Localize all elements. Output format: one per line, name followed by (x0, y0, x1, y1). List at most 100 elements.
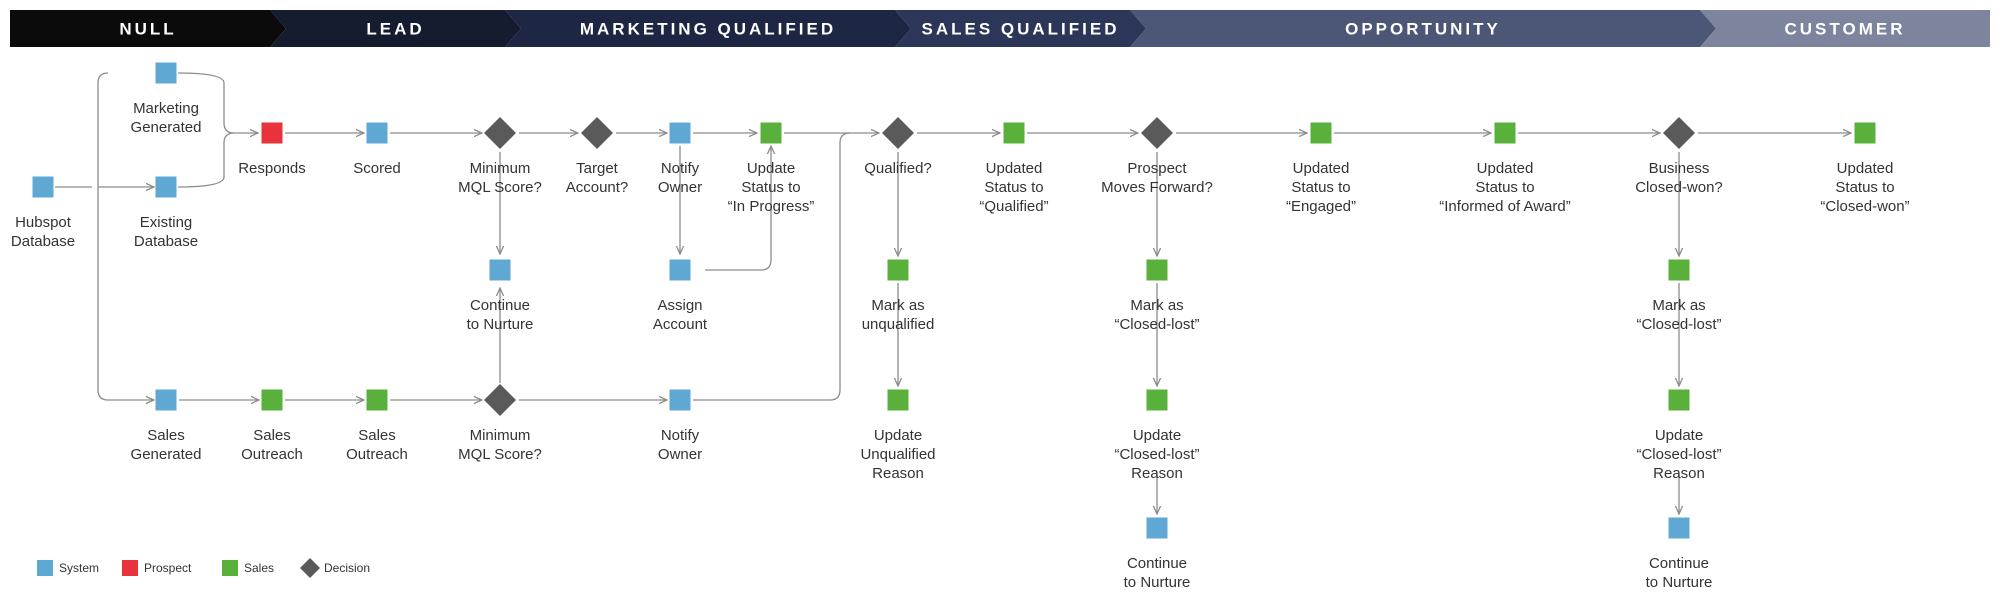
stage-chevron-null (10, 10, 286, 47)
node-label-line: Update (747, 160, 795, 177)
legend-sales-icon (222, 560, 238, 576)
node-label-line: “Closed-lost” (1636, 446, 1721, 463)
system-square-icon (155, 176, 177, 198)
system-square-icon (489, 259, 511, 281)
system-square-icon (155, 62, 177, 84)
node-label-line: Scored (353, 160, 401, 177)
node-label-line: Update (874, 427, 922, 444)
node-label-line: “In Progress” (728, 198, 815, 215)
sales-square-icon (1310, 122, 1332, 144)
node-label-line: Status to (1475, 179, 1534, 196)
legend-label-system: System (59, 561, 99, 575)
node-contnurt1: Continue to Nurture (467, 259, 534, 333)
node-label-line: Outreach (241, 446, 303, 463)
node-label-line: MQL Score? (458, 446, 542, 463)
stage-chevron-mql (505, 10, 911, 47)
stage-label-null: NULL (119, 20, 176, 39)
stage-chevron-lead (270, 10, 521, 47)
prospect-square-icon (261, 122, 283, 144)
node-label-line: Hubspot (15, 214, 72, 231)
system-square-icon (32, 176, 54, 198)
stage-label-customer: CUSTOMER (1785, 20, 1906, 39)
node-label-line: Generated (131, 446, 202, 463)
node-label-line: Reason (872, 465, 924, 482)
node-label-line: Notify (661, 427, 700, 444)
node-label-line: Outreach (346, 446, 408, 463)
stage-chevron-sql (895, 10, 1146, 47)
legend-label-sales: Sales (244, 561, 274, 575)
connector-marketing-merge (177, 72, 235, 134)
node-label-line: Status to (741, 179, 800, 196)
sales-square-icon (887, 389, 909, 411)
node-label-line: Status to (1291, 179, 1350, 196)
system-square-icon (1146, 517, 1168, 539)
node-label-line: Account? (566, 179, 629, 196)
node-label-line: Update (1133, 427, 1181, 444)
node-label-line: Existing (140, 214, 193, 231)
node-scored: Scored (353, 122, 401, 177)
node-label-line: Assign (657, 297, 702, 314)
node-label-line: “Informed of Award” (1439, 198, 1570, 215)
node-label-line: to Nurture (1124, 574, 1191, 591)
node-label-line: Continue (1127, 555, 1187, 572)
node-label-line: Mark as (1130, 297, 1183, 314)
node-label-line: Prospect (1127, 160, 1187, 177)
node-label-line: Mark as (1652, 297, 1705, 314)
node-label-line: Sales (147, 427, 185, 444)
node-label-line: Sales (358, 427, 396, 444)
node-label-line: Updated (1293, 160, 1350, 177)
connector-branch-sales (97, 72, 154, 400)
sales-square-icon (1003, 122, 1025, 144)
node-label-line: Updated (1477, 160, 1534, 177)
node-label-line: Moves Forward? (1101, 179, 1213, 196)
sales-square-icon (1494, 122, 1516, 144)
node-label-line: Owner (658, 446, 702, 463)
node-label-line: Unqualified (860, 446, 935, 463)
decision-diamond-icon (581, 117, 613, 149)
node-label-line: Reason (1653, 465, 1705, 482)
sales-square-icon (760, 122, 782, 144)
stage-label-sql: SALES QUALIFIED (921, 20, 1119, 39)
node-label-line: Minimum (470, 160, 531, 177)
sales-square-icon (887, 259, 909, 281)
node-label-line: Updated (986, 160, 1043, 177)
flow-nodes: HubspotDatabaseMarketingGeneratedExistin… (11, 62, 1910, 591)
node-label-line: Continue (470, 297, 530, 314)
node-label-line: Sales (253, 427, 291, 444)
flow-connectors (55, 72, 1851, 514)
node-label-line: to Nurture (467, 316, 534, 333)
node-contnurt2: Continue to Nurture (1124, 517, 1191, 591)
legend-decision-icon (300, 558, 320, 578)
stage-label-lead: LEAD (366, 20, 424, 39)
system-square-icon (1668, 517, 1690, 539)
node-label-line: “Qualified” (979, 198, 1048, 215)
node-label-line: Minimum (470, 427, 531, 444)
node-label-line: Owner (658, 179, 702, 196)
node-label-line: Mark as (871, 297, 924, 314)
node-label-line: Notify (661, 160, 700, 177)
sales-square-icon (1854, 122, 1876, 144)
decision-diamond-icon (484, 384, 516, 416)
node-label-line: “Engaged” (1286, 198, 1356, 215)
legend-label-prospect: Prospect (144, 561, 192, 575)
stage-chevron-opportunity (1130, 10, 1716, 47)
node-updlost2: Update“Closed-lost”Reason (1636, 389, 1722, 482)
node-label-line: Database (134, 233, 198, 250)
connector-existing-merge (177, 132, 235, 188)
sales-square-icon (1668, 259, 1690, 281)
